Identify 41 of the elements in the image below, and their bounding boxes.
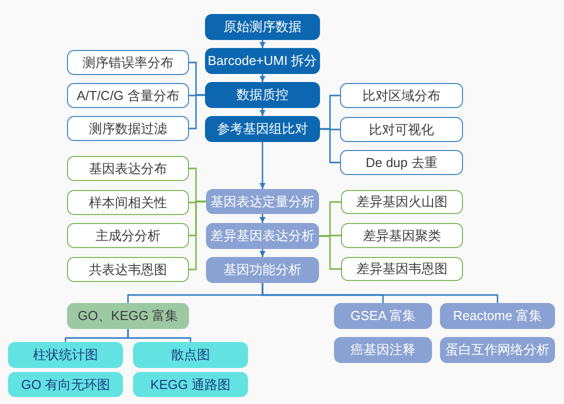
result-box: GO 有向无环图 <box>8 372 123 397</box>
arrow <box>260 40 266 48</box>
result-box: 差异基因韦恩图 <box>341 257 463 281</box>
arrow <box>260 142 266 189</box>
result-box: 散点图 <box>133 342 248 368</box>
result-box: A/T/C/G 含量分布 <box>67 83 189 108</box>
result-box: 基因表达分布 <box>67 156 189 181</box>
process-box: 基因功能分析 <box>206 257 319 283</box>
process-box: 差异基因表达分析 <box>206 223 319 249</box>
result-box: 差异基因火山图 <box>341 190 463 214</box>
result-box: 主成分分析 <box>67 223 189 248</box>
process-box: Reactome 富集 <box>440 303 555 329</box>
result-box: 共表达韦恩图 <box>67 257 189 282</box>
connector-line <box>262 283 498 303</box>
connector-line <box>319 235 341 270</box>
result-box: 差异基因聚类 <box>341 223 463 248</box>
result-box: 比对可视化 <box>340 117 463 142</box>
connector-line <box>320 128 340 164</box>
arrow <box>260 108 266 116</box>
result-box: De dup 去重 <box>340 150 463 175</box>
arrow <box>260 214 266 223</box>
result-box: 柱状统计图 <box>8 342 123 368</box>
connector-line <box>189 200 206 270</box>
process-box: 数据质控 <box>205 82 320 108</box>
result-box: 比对区域分布 <box>340 83 463 108</box>
connector-line <box>127 329 192 342</box>
process-box: 蛋白互作网络分析 <box>440 337 555 363</box>
connector-line <box>189 94 205 130</box>
process-box: GO、KEGG 富集 <box>67 303 189 329</box>
result-box: KEGG 通路图 <box>133 372 248 397</box>
result-box: 测序错误率分布 <box>67 50 189 75</box>
result-box: 测序数据过滤 <box>67 116 189 141</box>
arrow <box>260 74 266 82</box>
process-box: Barcode+UMI 拆分 <box>205 48 320 74</box>
process-box: GSEA 富集 <box>334 303 432 329</box>
process-box: 癌基因注释 <box>334 337 432 363</box>
process-box: 原始测序数据 <box>205 14 320 40</box>
arrow <box>260 249 266 257</box>
result-box: 样本间相关性 <box>67 190 189 215</box>
process-box: 参考基因组比对 <box>205 116 320 142</box>
process-box: 基因表达定量分析 <box>206 189 319 214</box>
